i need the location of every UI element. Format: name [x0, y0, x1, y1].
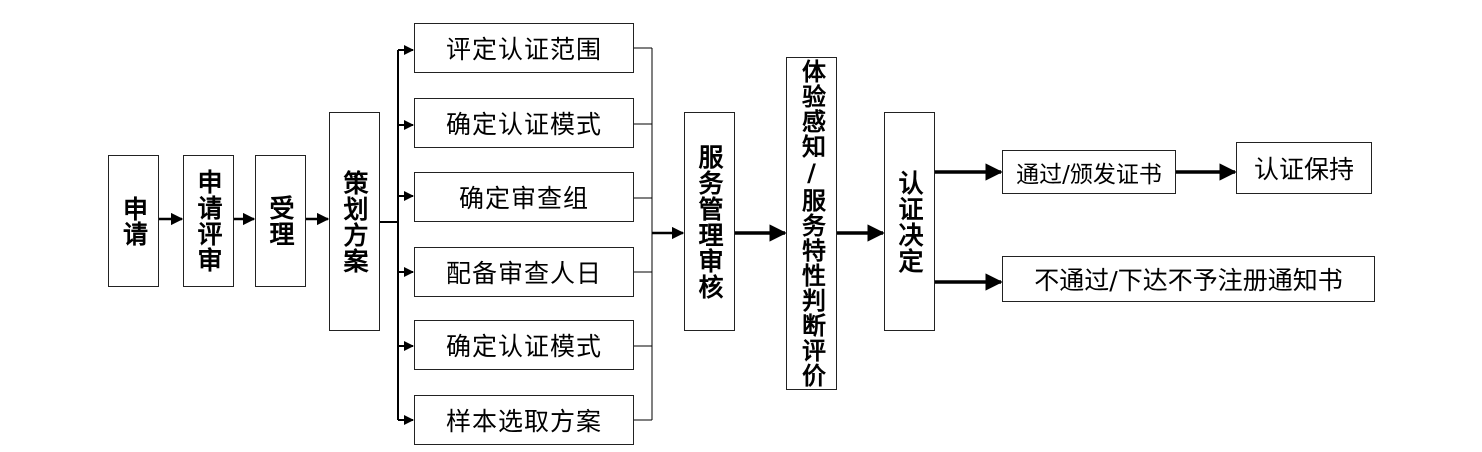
plan-item-4-label: 配备审查人日 [445, 259, 602, 288]
outcome-fail-box: 不通过/下达不予注册通知书 [1002, 256, 1375, 302]
plan-item-1-label: 评定认证范围 [445, 35, 602, 64]
step-apply-label: 申请 [119, 196, 149, 246]
decision-label: 认证决定 [895, 169, 924, 274]
step-accept-box: 受理 [255, 155, 306, 287]
step-plan-label: 策划方案 [340, 169, 369, 274]
service-audit-box: 服务管理审核 [684, 112, 735, 331]
plan-item-5-label: 确定认证模式 [445, 332, 602, 361]
service-audit-label: 服务管理审核 [695, 143, 724, 300]
step-plan-box: 策划方案 [329, 112, 380, 331]
plan-item-6-label: 样本选取方案 [445, 407, 602, 436]
plan-item-3-label: 确定审查组 [458, 184, 589, 213]
plan-item-5: 确定认证模式 [414, 320, 634, 370]
step-apply-review-label: 申请评审 [194, 169, 223, 273]
outcome-pass-label: 通过/颁发证书 [1016, 162, 1162, 188]
outcome-maintain-box: 认证保持 [1236, 142, 1372, 194]
items-merge-bracket [634, 47, 653, 421]
experience-eval-label: 体验感知/服务特性判断评价 [797, 59, 826, 388]
decision-box: 认证决定 [884, 112, 935, 331]
plan-item-1: 评定认证范围 [414, 23, 634, 73]
plan-item-3: 确定审查组 [414, 172, 634, 222]
plan-item-6: 样本选取方案 [414, 395, 634, 445]
step-apply-review-box: 申请评审 [183, 155, 234, 287]
step-accept-label: 受理 [266, 195, 295, 247]
outcome-maintain-label: 认证保持 [1253, 155, 1354, 184]
outcome-fail-label: 不通过/下达不予注册通知书 [1034, 266, 1343, 295]
outcome-pass-box: 通过/颁发证书 [1002, 150, 1176, 194]
step-apply-box: 申请 [108, 155, 159, 287]
plan-item-2: 确定认证模式 [414, 98, 634, 148]
plan-item-2-label: 确定认证模式 [445, 110, 602, 139]
experience-eval-box: 体验感知/服务特性判断评价 [786, 57, 837, 390]
plan-item-4: 配备审查人日 [414, 247, 634, 297]
